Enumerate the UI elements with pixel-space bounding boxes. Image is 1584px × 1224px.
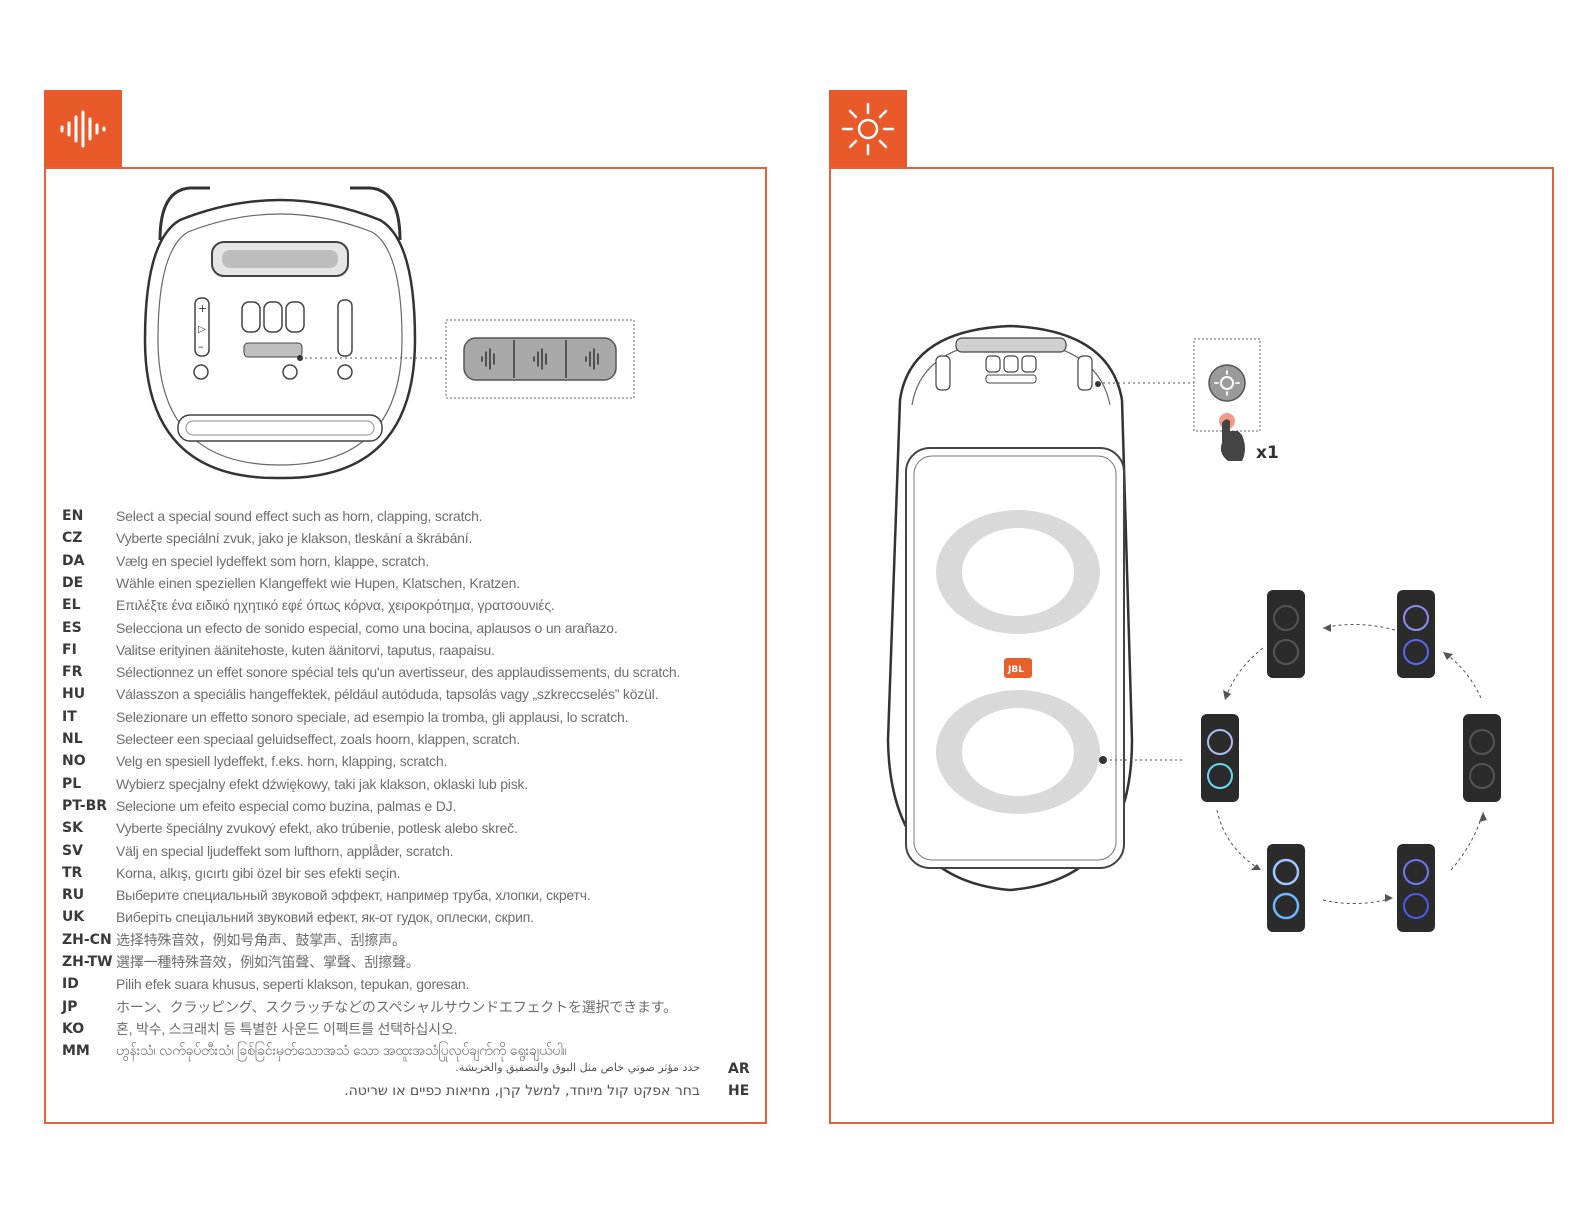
speaker-front-view-illustration: JBL <box>886 324 1134 892</box>
speaker-top-view-illustration: + ▷ – <box>143 186 635 480</box>
light-icon <box>841 102 895 156</box>
language-text: Selecione um efeito especial como buzina… <box>116 797 457 814</box>
language-text: Korna, alkış, gıcırtı gibi özel bir ses … <box>116 864 401 881</box>
svg-text:–: – <box>198 340 204 353</box>
language-code: ES <box>62 619 82 636</box>
language-code: PT-BR <box>62 797 108 814</box>
language-row-fi: FI Valitse erityinen äänitehoste, kuten ä… <box>62 639 495 661</box>
language-code: FR <box>62 664 83 681</box>
language-row-sk: SK Vyberte špeciálny zvukový efekt, ako t… <box>62 817 518 839</box>
language-code: EN <box>62 508 84 524</box>
language-code: MM <box>62 1043 90 1060</box>
language-text: ဟွန်းသံ၊ လက်ခုပ်တီးသံ၊ ခြစ်ခြင်းမှတ်သောအ… <box>116 1041 567 1058</box>
svg-text:▷: ▷ <box>198 324 206 335</box>
language-code: NO <box>62 753 86 770</box>
language-code: PL <box>62 775 82 792</box>
language-row-jp: JP ホーン、クラッピング、スクラッチなどのスペシャルサウンドエフェクトを選択でき… <box>62 996 677 1018</box>
language-row-uk: UK Виберіть спеціальний звуковий ефект, я… <box>62 906 534 928</box>
language-code: EL <box>62 597 81 614</box>
light-button-callout <box>1098 338 1261 461</box>
language-text: 选择特殊音效，例如号角声、鼓掌声、刮擦声。 <box>116 931 406 948</box>
language-code: CZ <box>62 530 83 547</box>
language-text: 혼, 박수, 스크래치 등 특별한 사운드 이펙트를 선택하십시오. <box>116 1020 458 1037</box>
language-text: Επιλέξτε ένα ειδικό ηχητικό εφέ όπως κόρ… <box>116 597 555 614</box>
language-row-it: IT Selezionare un effetto sonoro speciale… <box>62 706 629 728</box>
language-code: SV <box>62 842 83 859</box>
language-row-cz: CZ Vyberte speciální zvuk, jako je klakso… <box>62 527 472 549</box>
language-code: ZH-TW <box>62 954 113 970</box>
language-row-mm: MM ဟွန်းသံ၊ လက်ခုပ်တီးသံ၊ ခြစ်ခြင်းမှတ်သေ… <box>62 1040 567 1062</box>
language-row-ko: KO 혼, 박수, 스크래치 등 특별한 사운드 이펙트를 선택하십시오. <box>62 1018 457 1040</box>
language-row-pl: PL Wybierz specjalny efekt dźwiękowy, tak… <box>62 773 528 795</box>
language-code: ZH-CN <box>62 931 112 948</box>
language-row-sv: SV Välj en special ljudeffekt som lufthor… <box>62 840 454 862</box>
language-text: Selecciona un efecto de sonido especial,… <box>116 619 618 636</box>
language-code-ar: AR <box>728 1061 750 1077</box>
language-code: SK <box>62 820 83 837</box>
language-code: DE <box>62 574 84 591</box>
language-row-da: DA Vælg en speciel lydeffekt som horn, kl… <box>62 550 429 572</box>
language-text: Sélectionnez un effet sonore spécial tel… <box>116 664 681 681</box>
language-text: Velg en spesiell lydeffekt, f.eks. horn,… <box>116 753 448 770</box>
language-text: Wähle einen speziellen Klangeffekt wie H… <box>116 574 520 591</box>
language-text: Select a special sound effect such as ho… <box>116 508 483 524</box>
language-row-en: EN Select a special sound effect such as … <box>62 505 483 527</box>
language-row-de: DE Wähle einen speziellen Klangeffekt wie… <box>62 572 520 594</box>
language-text: Vyberte špeciálny zvukový efekt, ako trú… <box>116 820 518 837</box>
language-text: ホーン、クラッピング、スクラッチなどのスペシャルサウンドエフェクトを選択できます… <box>116 998 677 1015</box>
language-row-tr: TR Korna, alkış, gıcırtı gibi özel bir se… <box>62 862 401 884</box>
language-code: JP <box>62 998 78 1015</box>
language-code: IT <box>62 708 77 725</box>
language-text: Wybierz specjalny efekt dźwiękowy, taki … <box>116 775 529 792</box>
language-code: KO <box>62 1020 85 1037</box>
language-row-pt-br: PT-BR Selecione um efeito especial como b… <box>62 795 456 817</box>
language-row-no: NO Velg en spesiell lydeffekt, f.eks. hor… <box>62 750 447 772</box>
language-text: Выберите специальный звуковой эффект, на… <box>116 887 591 904</box>
mini-speaker <box>1267 590 1305 678</box>
language-code-he: HE <box>728 1083 750 1099</box>
svg-text:JBL: JBL <box>1007 665 1024 675</box>
sound-effect-icon <box>60 110 106 148</box>
language-text: Vælg en speciel lydeffekt som horn, klap… <box>116 552 430 569</box>
language-code: RU <box>62 887 85 904</box>
language-text: Valitse erityinen äänitehoste, kuten ään… <box>116 641 495 658</box>
language-code: DA <box>62 552 85 569</box>
language-text: Виберіть спеціальний звуковий ефект, як-… <box>116 909 534 926</box>
language-text-he: בחר אפקט קול מיוחד, למשל קרן, מחיאות כפי… <box>344 1083 700 1099</box>
language-text-ar: حدد مؤثر صوتي خاص مثل البوق والتصفيق وال… <box>455 1061 700 1074</box>
language-code: NL <box>62 731 83 747</box>
language-row-ru: RU Выберите специальный звуковой эффект, … <box>62 884 591 906</box>
language-code: TR <box>62 864 83 881</box>
svg-text:+: + <box>198 302 207 315</box>
language-code: HU <box>62 686 86 703</box>
language-text: Válasszon a speciális hangeffektek, péld… <box>116 686 659 703</box>
light-badge <box>829 90 907 168</box>
language-row-es: ES Selecciona un efecto de sonido especia… <box>62 617 618 639</box>
language-row-el: EL Επιλέξτε ένα ειδικό ηχητικό εφέ όπως κ… <box>62 594 555 616</box>
sound-effect-badge <box>44 90 122 168</box>
language-row-fr: FR Sélectionnez un effet sonore spécial t… <box>62 661 680 683</box>
language-text: Välj en special ljudeffekt som lufthorn,… <box>116 842 454 859</box>
language-text: Pilih efek suara khusus, seperti klakson… <box>116 976 470 993</box>
language-text: Selezionare un effetto sonoro speciale, … <box>116 708 629 725</box>
press-count-label: x1 <box>1256 443 1279 463</box>
language-row-hu: HU Válasszon a speciális hangeffektek, pé… <box>62 683 658 705</box>
language-row-nl: NL Selecteer een speciaal geluidseffect, … <box>62 728 520 750</box>
language-row-id: ID Pilih efek suara khusus, seperti klaks… <box>62 973 469 995</box>
language-code: ID <box>62 976 79 993</box>
language-code: UK <box>62 909 85 926</box>
language-text: 選擇一種特殊音效，例如汽笛聲、掌聲、刮擦聲。 <box>116 954 420 970</box>
language-text: Vyberte speciální zvuk, jako je klakson,… <box>116 530 473 547</box>
language-text: Selecteer een speciaal geluidseffect, zo… <box>116 731 521 747</box>
light-mode-cycle <box>1105 590 1501 932</box>
language-code: FI <box>62 641 77 658</box>
